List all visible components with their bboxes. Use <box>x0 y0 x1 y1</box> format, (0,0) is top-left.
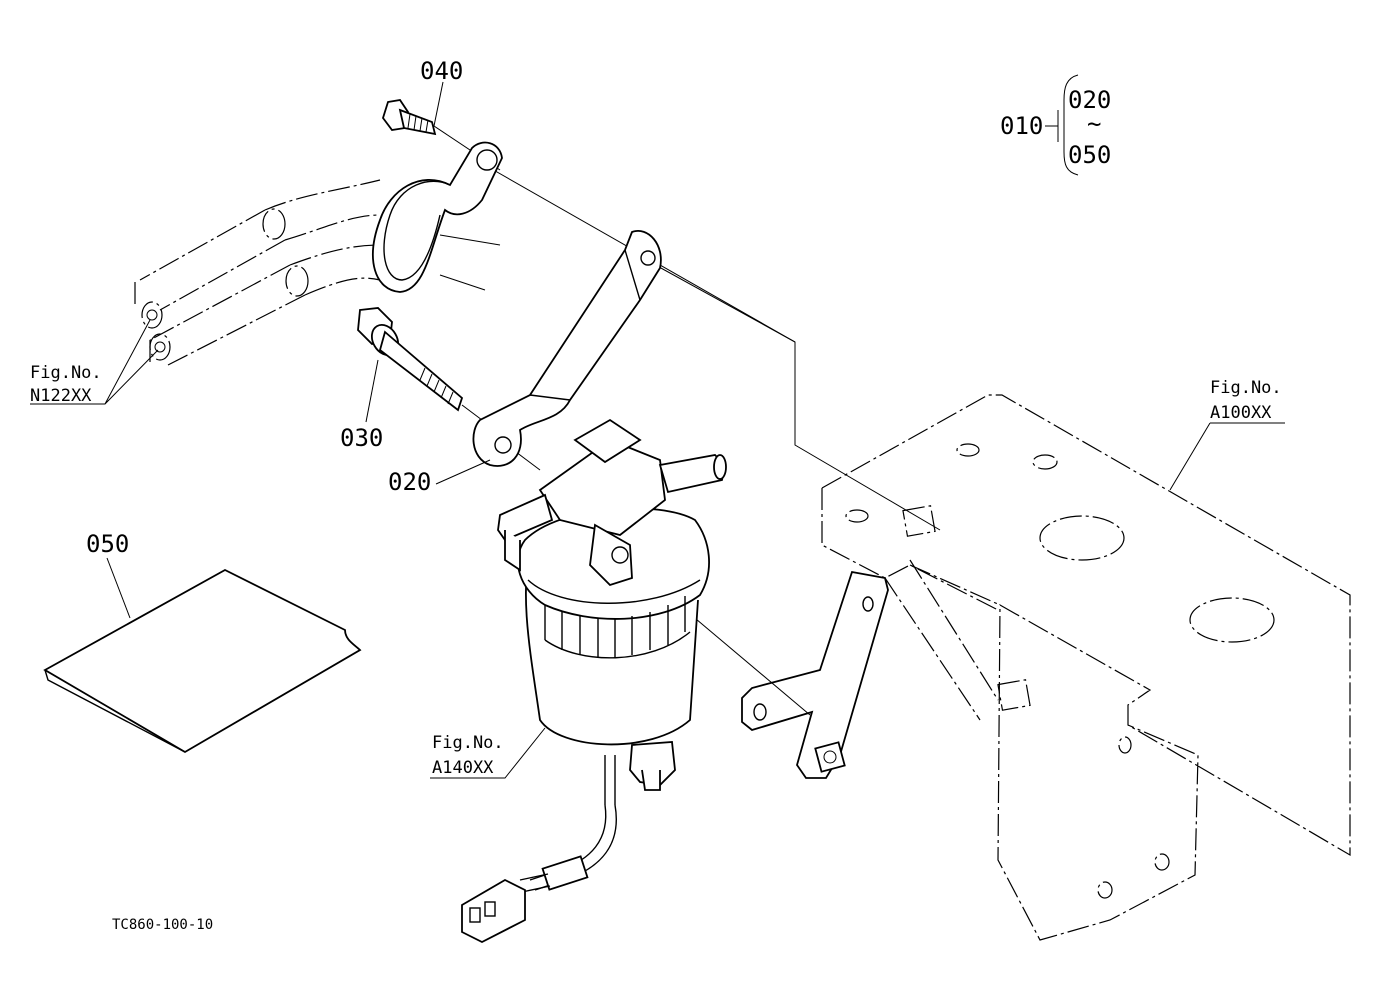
fig-n122-line1: Fig.No. <box>30 363 102 383</box>
drawing-code: TC860-100-10 <box>112 917 213 933</box>
callout-leaders <box>30 81 1285 779</box>
label-020: 020 <box>388 468 431 496</box>
mounting-arm <box>741 570 889 779</box>
fig-n122-line2: N122XX <box>30 386 92 406</box>
frame-phantom <box>821 394 1351 941</box>
label-010: 010 <box>1000 112 1043 140</box>
fig-a100-line1: Fig.No. <box>1210 378 1282 398</box>
fuel-filter <box>497 418 727 805</box>
sheet-050 <box>43 568 362 754</box>
fig-a100-line2: A100XX <box>1210 403 1272 423</box>
label-010-to: 050 <box>1068 141 1111 169</box>
label-010-tilde: ~ <box>1087 110 1101 138</box>
figure-references: Fig.No. N122XX Fig.No. A100XX Fig.No. A1… <box>30 363 1282 778</box>
hose-clamp <box>372 141 503 293</box>
fig-a140-line2: A140XX <box>432 758 494 778</box>
sensor-harness <box>461 804 617 944</box>
label-040: 040 <box>420 57 463 85</box>
part-labels: 040 030 020 050 <box>86 57 463 558</box>
bracket-020 <box>472 230 662 467</box>
assembly-callout: 010 020 ~ 050 <box>1000 74 1111 176</box>
label-010-from: 020 <box>1068 86 1111 114</box>
bolt-030 <box>357 307 464 412</box>
label-050: 050 <box>86 530 129 558</box>
fuel-hoses <box>134 179 381 366</box>
bolt-040 <box>382 99 437 136</box>
fig-a140-line1: Fig.No. <box>432 733 504 753</box>
label-030: 030 <box>340 424 383 452</box>
